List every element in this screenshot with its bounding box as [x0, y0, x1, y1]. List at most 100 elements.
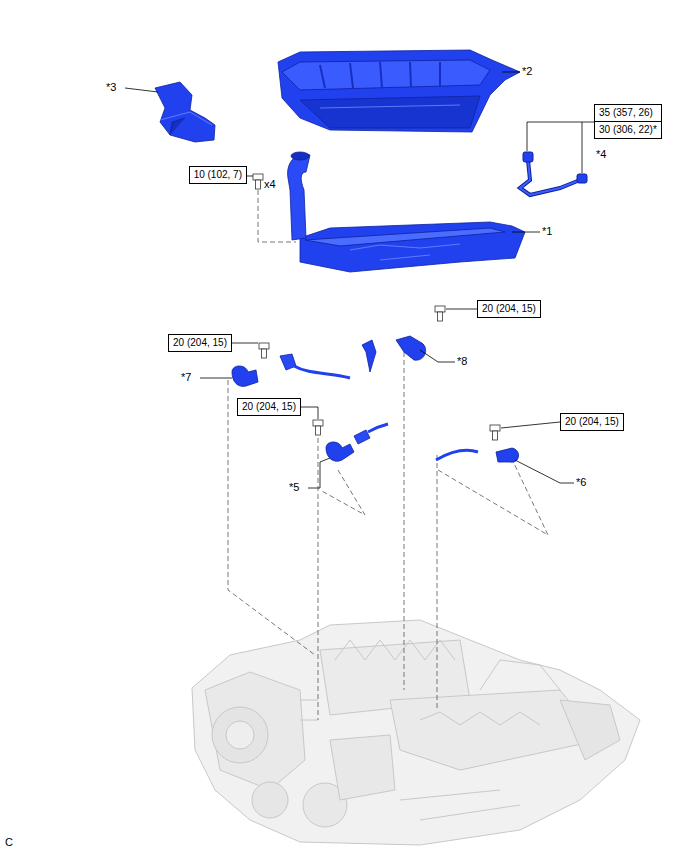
engine-block [192, 620, 640, 845]
engine-block [480, 660, 560, 690]
leader-line [200, 378, 232, 379]
sensor-part [396, 336, 426, 360]
quantity-mark: x4 [264, 178, 276, 191]
bolt-symbol [490, 425, 500, 431]
callout-number: *1 [542, 225, 552, 238]
sensor-part [362, 340, 376, 372]
leader-line [301, 407, 318, 419]
bolt-symbol [253, 174, 263, 180]
dashed-leader [228, 190, 548, 720]
callout-number: *6 [576, 476, 586, 489]
callout-number: *5 [289, 481, 299, 494]
leader-line [501, 422, 560, 428]
manifold-upper [300, 96, 480, 128]
engine-block [420, 712, 540, 725]
manifold-lower [305, 228, 505, 246]
callout-number: *8 [457, 355, 467, 368]
torque-value: 20 (204, 15) [561, 414, 623, 430]
torque-box: 10 (102, 7) [189, 166, 247, 184]
torque-box: 20 (204, 15) [237, 398, 301, 416]
torque-value: 20 (204, 15) [238, 399, 300, 415]
bolt-symbol [493, 431, 498, 440]
bolt-symbol [256, 180, 261, 189]
engine-block [192, 620, 640, 845]
leader-line [582, 122, 583, 173]
leader-line [247, 176, 253, 177]
callout-number: *2 [522, 65, 532, 78]
bolt-symbol [438, 312, 443, 321]
sensor-part [232, 366, 258, 386]
engine-block [330, 735, 395, 800]
leader-line [125, 72, 520, 92]
manifold-lower [291, 152, 309, 160]
bolt-symbol [259, 306, 500, 440]
manifold-upper [278, 50, 520, 132]
dashed-leader [438, 455, 548, 535]
dashed-leader [437, 455, 438, 710]
bolt-symbol [313, 420, 323, 426]
torque-box: 20 (204, 15) [168, 334, 232, 352]
bracket-part [160, 112, 212, 125]
leader-line [420, 350, 455, 362]
bolt-symbol [259, 343, 269, 349]
sensor-part [232, 336, 519, 462]
leader-line [512, 232, 540, 233]
bolt-symbol [262, 349, 267, 358]
bolt-symbol [435, 306, 445, 312]
leader-line [200, 309, 574, 488]
callout-number: *7 [181, 371, 191, 384]
tube-part [520, 152, 587, 195]
torque-value: 30 (306, 22)* [595, 121, 661, 138]
tube-part [520, 160, 580, 195]
torque-box: 35 (357, 26)30 (306, 22)* [594, 104, 662, 139]
tube-part [520, 160, 580, 195]
tube-part [577, 174, 587, 183]
bracket-part [155, 82, 215, 142]
torque-value: 20 (204, 15) [478, 301, 540, 317]
dashed-leader [318, 438, 319, 720]
leader-line [247, 176, 540, 232]
engine-block [212, 707, 268, 763]
leader-line [502, 72, 520, 73]
torque-box: 20 (204, 15) [477, 300, 541, 318]
leader-line [527, 122, 594, 173]
bolt-symbol [253, 174, 263, 189]
engine-block [300, 700, 520, 820]
leader-line [446, 309, 477, 310]
sensor-part [436, 450, 478, 460]
dashed-leader [228, 380, 315, 655]
torque-value: 35 (357, 26) [595, 105, 661, 121]
manifold-upper [320, 105, 460, 108]
callout-number: *4 [596, 148, 606, 161]
engine-block [226, 721, 254, 749]
manifold-upper [282, 60, 490, 90]
figure-code: C [5, 836, 13, 849]
manifold-lower [288, 154, 310, 240]
bracket-part [170, 118, 185, 135]
engine-block [252, 782, 288, 818]
dashed-leader [320, 470, 365, 515]
leader-line [527, 122, 594, 151]
sensor-part [354, 430, 370, 444]
torque-value: 10 (102, 7) [190, 167, 246, 183]
callout-number: *3 [106, 81, 116, 94]
torque-value: 20 (204, 15) [169, 335, 231, 351]
bracket-part [155, 82, 215, 142]
tube-part [523, 152, 533, 162]
engine-block [560, 700, 620, 760]
sensor-part [368, 424, 388, 432]
engine-block [205, 672, 305, 790]
bolt-symbol [316, 426, 321, 435]
manifold-lower [288, 152, 525, 272]
leader-line [125, 88, 158, 92]
sensor-part [294, 366, 350, 378]
leader-line [232, 343, 258, 344]
torque-box: 20 (204, 15) [560, 413, 624, 431]
sensor-part [280, 354, 296, 370]
manifold-lower [300, 222, 525, 272]
manifold-upper [320, 62, 440, 88]
sensor-part [326, 442, 354, 461]
leader-line [308, 458, 330, 488]
manifold-upper [278, 50, 520, 132]
